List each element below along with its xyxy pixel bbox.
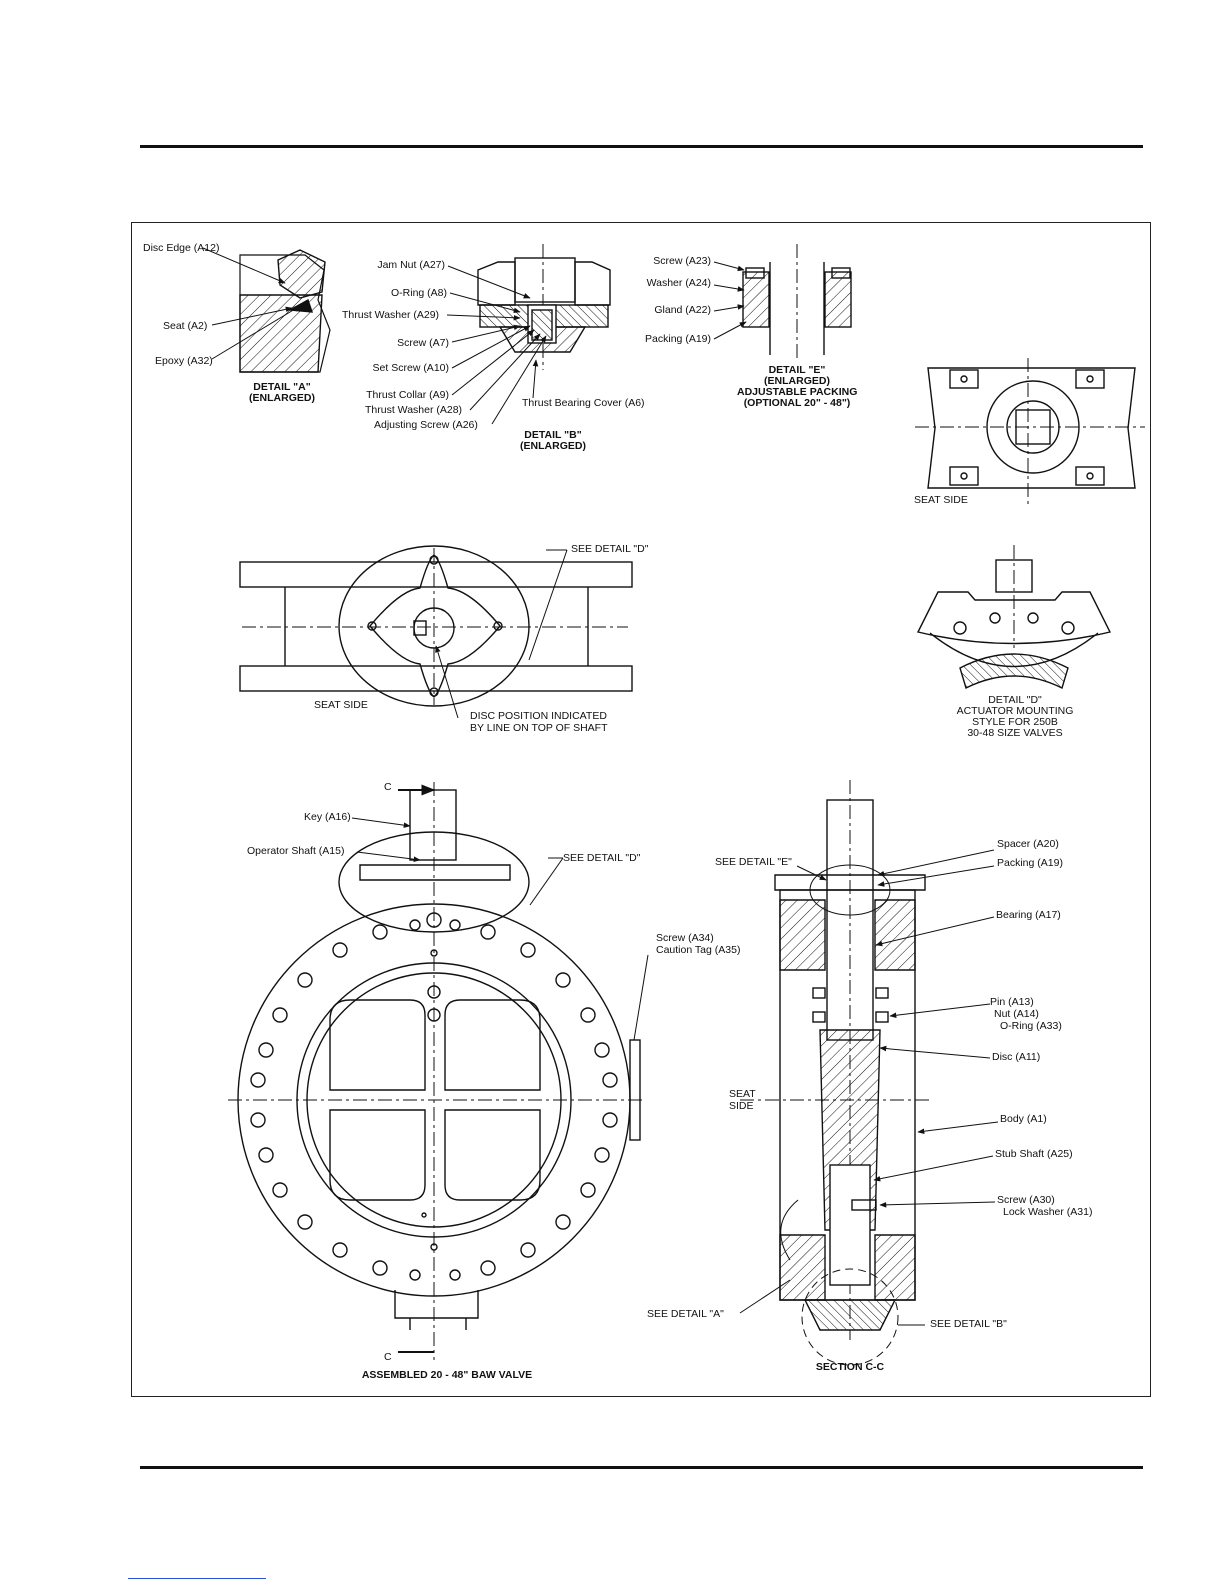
label-disc-position: DISC POSITION INDICATED BY LINE ON TOP O…	[470, 710, 608, 734]
label-seat-side-3-line1: SEAT	[729, 1088, 756, 1100]
top-view-bonnet	[915, 358, 1145, 505]
header-rule	[140, 145, 1143, 148]
label-seat-side-2: SEAT SIDE	[314, 699, 368, 711]
label-see-detail-d-2: SEE DETAIL "D"	[563, 852, 641, 864]
caption-detail-e-range: (OPTIONAL 20" - 48")	[743, 397, 851, 409]
label-lock-washer: Lock Washer (A31)	[1003, 1206, 1093, 1218]
bolt-holes	[250, 912, 618, 1276]
label-gland: Gland (A22)	[654, 304, 711, 316]
label-c-top: C	[384, 781, 392, 793]
label-washer-a24: Washer (A24)	[646, 277, 711, 289]
label-disc: Disc (A11)	[992, 1051, 1041, 1063]
caption-detail-d: DETAIL "D" ACTUATOR MOUNTING STYLE FOR 2…	[955, 695, 1075, 739]
label-see-detail-e: SEE DETAIL "E"	[715, 856, 792, 868]
label-seat: Seat (A2)	[163, 320, 208, 332]
caption-detail-b: DETAIL "B" (ENLARGED)	[503, 430, 603, 452]
caption-detail-d-title: DETAIL "D"	[988, 694, 1042, 706]
label-packing-a19-detail: Packing (A19)	[645, 333, 711, 345]
footer-link-underline[interactable]	[128, 1578, 266, 1580]
caption-detail-e-desc: ADJUSTABLE PACKING	[737, 386, 858, 398]
caption-detail-d-style: STYLE FOR 250B	[972, 716, 1058, 728]
label-pin: Pin (A13)	[990, 996, 1034, 1008]
label-disc-position-line1: DISC POSITION INDICATED	[470, 710, 607, 722]
label-seat-side-1: SEAT SIDE	[914, 494, 968, 506]
label-screw-lockwasher: Screw (A30) Lock Washer (A31)	[997, 1194, 1092, 1218]
label-c-bottom: C	[384, 1351, 392, 1363]
label-caution-tag: Caution Tag (A35)	[656, 944, 741, 956]
label-screw-caution: Screw (A34) Caution Tag (A35)	[656, 932, 740, 956]
detail-a-drawing	[202, 247, 331, 373]
label-o-ring-a33: O-Ring (A33)	[1000, 1020, 1062, 1032]
caption-detail-b-sub: (ENLARGED)	[520, 440, 586, 452]
label-epoxy: Epoxy (A32)	[155, 355, 213, 367]
label-thrust-bearing-cover: Thrust Bearing Cover (A6)	[522, 397, 645, 409]
detail-b-drawing	[446, 244, 611, 425]
label-seat-side-3-line2: SIDE	[729, 1100, 754, 1112]
label-thrust-washer-a28: Thrust Washer (A28)	[365, 404, 463, 416]
detail-e-drawing	[713, 244, 852, 360]
label-disc-position-line2: BY LINE ON TOP OF SHAFT	[470, 722, 608, 734]
label-o-ring-a8: O-Ring (A8)	[390, 287, 447, 299]
caption-assembled: ASSEMBLED 20 - 48" BAW VALVE	[361, 1369, 533, 1381]
label-operator-shaft: Operator Shaft (A15)	[247, 845, 345, 857]
label-see-detail-a: SEE DETAIL "A"	[647, 1308, 724, 1320]
figure-frame	[131, 222, 1151, 1397]
label-screw-a7: Screw (A7)	[397, 337, 449, 349]
label-key: Key (A16)	[304, 811, 351, 823]
caption-section-cc: SECTION C-C	[815, 1361, 885, 1373]
label-bearing: Bearing (A17)	[996, 909, 1061, 921]
detail-d-drawing	[916, 545, 1112, 689]
caption-detail-a: DETAIL "A" (ENLARGED)	[232, 382, 332, 404]
plan-view	[239, 545, 633, 719]
label-stub-shaft: Stub Shaft (A25)	[995, 1148, 1073, 1160]
caption-detail-d-sizes: 30-48 SIZE VALVES	[967, 727, 1063, 739]
caption-detail-e-title: DETAIL "E"	[768, 364, 826, 376]
label-see-detail-d-1: SEE DETAIL "D"	[571, 543, 649, 555]
caption-detail-a-sub: (ENLARGED)	[249, 392, 315, 404]
label-thrust-collar: Thrust Collar (A9)	[366, 389, 449, 401]
label-screw-a30: Screw (A30)	[997, 1194, 1055, 1206]
label-jam-nut: Jam Nut (A27)	[377, 259, 445, 271]
caption-detail-e: DETAIL "E" (ENLARGED) ADJUSTABLE PACKING…	[737, 365, 857, 409]
section-cc-view	[739, 780, 999, 1366]
label-pin-nut-oring: Pin (A13) Nut (A14) O-Ring (A33)	[990, 996, 1062, 1032]
label-body: Body (A1)	[1000, 1113, 1047, 1125]
label-screw-a23: Screw (A23)	[653, 255, 711, 267]
label-screw-a34: Screw (A34)	[656, 932, 714, 944]
label-disc-edge: Disc Edge (A12)	[143, 242, 220, 254]
label-thrust-washer-a29: Thrust Washer (A29)	[342, 309, 440, 321]
caption-detail-a-title: DETAIL "A"	[253, 381, 311, 393]
label-spacer: Spacer (A20)	[997, 838, 1059, 850]
caption-detail-b-title: DETAIL "B"	[524, 429, 582, 441]
caption-detail-d-desc: ACTUATOR MOUNTING	[956, 705, 1074, 717]
label-set-screw: Set Screw (A10)	[372, 362, 449, 374]
footer-rule	[140, 1466, 1143, 1469]
assembled-front-view	[228, 782, 649, 1360]
label-adjusting-screw: Adjusting Screw (A26)	[374, 419, 478, 431]
caption-detail-e-sub: (ENLARGED)	[764, 375, 830, 387]
label-packing-a19: Packing (A19)	[997, 857, 1063, 869]
label-seat-side-3: SEAT SIDE	[729, 1088, 756, 1112]
label-see-detail-b: SEE DETAIL "B"	[930, 1318, 1007, 1330]
label-nut: Nut (A14)	[994, 1008, 1039, 1020]
